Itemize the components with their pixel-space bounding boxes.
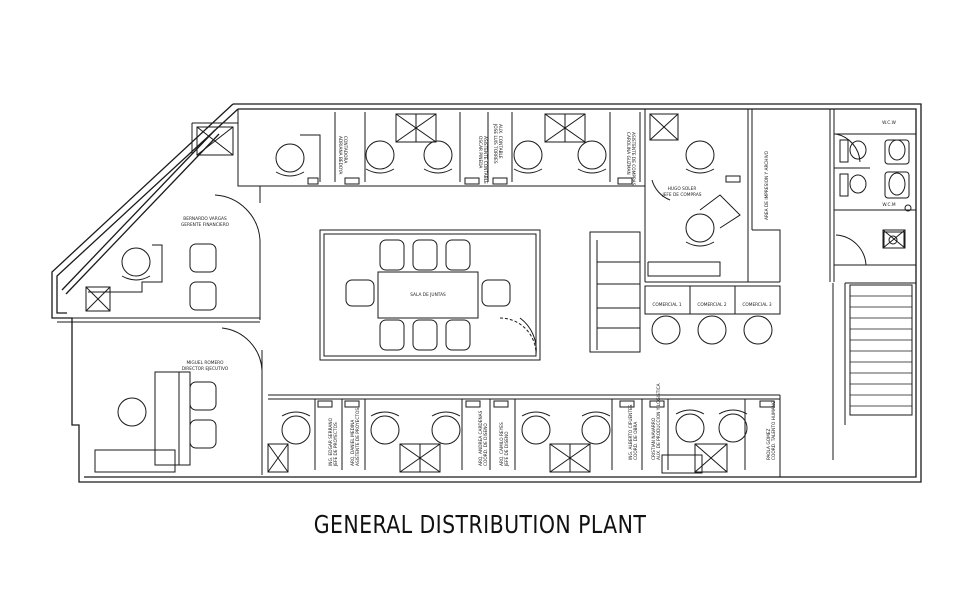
commercial-1-label: COMERCIAL 1 xyxy=(652,302,682,308)
restroom-fixtures xyxy=(839,139,912,249)
bottom-ws-2-name: ARQ. DANIEL MEDINA xyxy=(350,420,356,466)
finance-office-name: BERNARDO VARGAS xyxy=(183,216,227,222)
wcm-label: W.C.M xyxy=(882,202,895,208)
bottom-ws-6-name: CRISTIAN NAVARRO xyxy=(651,417,657,460)
top-ws-1-role: CONTADORA xyxy=(342,136,348,163)
meeting-room-label: SALA DE JUNTAS xyxy=(410,292,446,298)
finance-office-role: GERENTE FINANCIERO xyxy=(181,222,230,228)
commercial-3-label: COMERCIAL 3 xyxy=(742,302,772,308)
bottom-ws-1-role: JEFE DE PROYECTOS xyxy=(333,422,339,467)
interior-walls xyxy=(57,109,916,477)
executive-office-role: DIRECTOR EJECUTIVO xyxy=(182,366,229,372)
top-ws-3-name: JOSE LUIS TORRES xyxy=(492,123,498,164)
top-ws-4-name: CAROLINA GUZMAN xyxy=(625,132,631,175)
top-ws-4-role: ASISTENTE DE COMPRAS xyxy=(630,132,636,186)
chairs xyxy=(117,140,773,449)
bottom-ws-7-role: COORD. TALENTO HUMANO xyxy=(771,400,777,460)
top-ws-2-role: ASISTENTE CONTABLE xyxy=(482,136,488,184)
bottom-ws-4-name: ARQ. CAMILO REYES xyxy=(499,422,505,466)
stair-treads xyxy=(850,295,912,407)
executive-office-name: MIGUEL ROMERO xyxy=(186,360,224,366)
bottom-ws-5-role: COORD. DE OBRA xyxy=(633,422,639,460)
bottom-workstations xyxy=(314,399,775,474)
commercial-2-label: COMERCIAL 2 xyxy=(697,302,727,308)
top-ws-1-name: ADRIANA BEDOYA xyxy=(337,136,343,174)
bottom-ws-2-role: ASISTENTE DE PROYECTOS xyxy=(355,408,361,466)
top-workstations xyxy=(300,112,741,185)
bottom-ws-1-name: ING. EDGAR SERRANO xyxy=(328,417,334,466)
purchasing-office-role: JEFE DE COMPRAS xyxy=(661,192,701,198)
bottom-ws-3-role: COORD. DE DISENO xyxy=(483,423,489,466)
print-area-label: AREA DE IMPRESION Y ARCHIVO xyxy=(764,150,770,220)
purchasing-office-name: HUGO SOLER xyxy=(668,186,697,192)
top-ws-3-role: AUX. CONTABLE xyxy=(497,124,503,159)
bottom-ws-3-name: ARQ. ANDREA CARDENAS xyxy=(478,410,484,466)
bottom-ws-6-role: AUX. DE PRODUCCION Y LOGISTICA xyxy=(656,383,662,460)
bottom-ws-5-name: ING. ALBERTO CIFUENTES xyxy=(628,404,634,460)
structural-columns xyxy=(85,113,906,473)
bottom-ws-7-name: PAOLA GOMEZ xyxy=(766,429,772,460)
plan-title: GENERAL DISTRIBUTION PLANT xyxy=(313,510,647,539)
top-ws-2-name: OSCAR PINEDA xyxy=(477,136,483,168)
wcw-label: W.C.W xyxy=(882,120,896,126)
bottom-ws-4-role: JEFE DE DISENO xyxy=(504,431,510,467)
